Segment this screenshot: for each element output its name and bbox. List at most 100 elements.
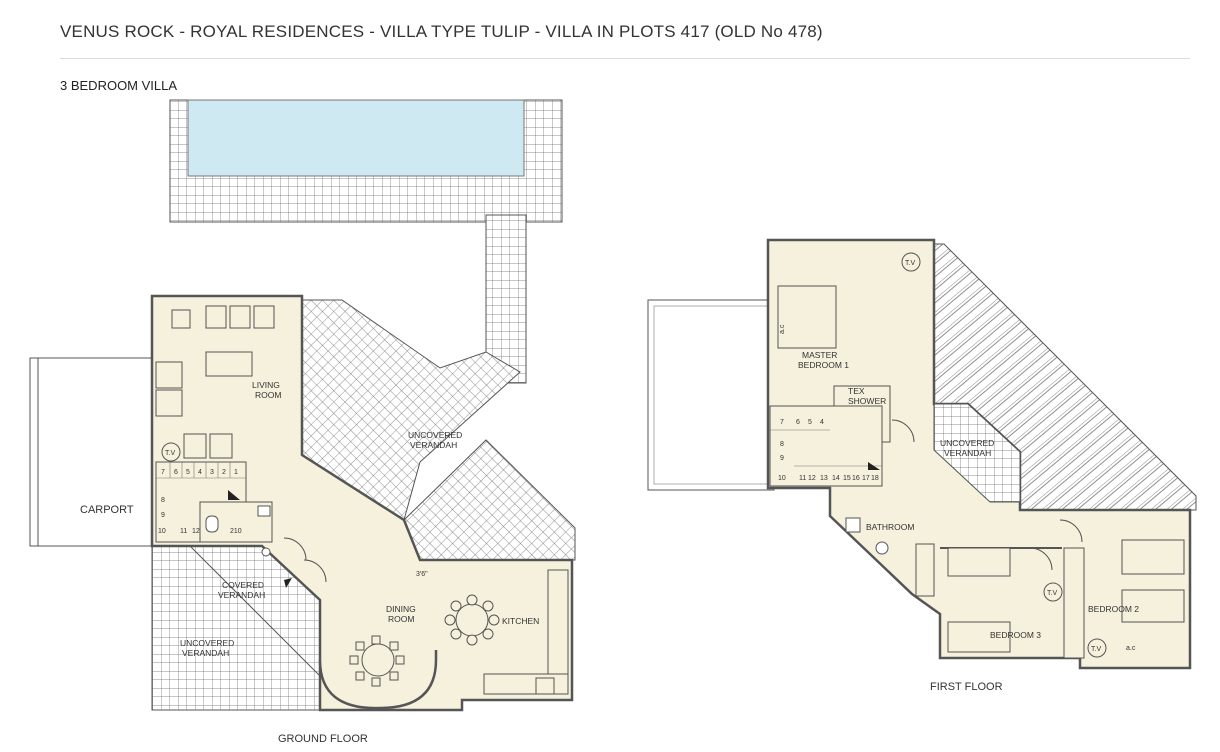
toilet-icon [205,515,219,533]
first-floor-plan: T.V a.c MASTER BEDROOM 1 TEX SHOWER 7 6 … [647,238,1197,693]
ground-floor-caption: GROUND FLOOR [278,733,368,745]
sofa-seat-3 [253,305,275,329]
stair-step-10: 10 [158,528,166,535]
stair-arrow-icon [228,490,240,500]
tv-label: T.V [165,450,175,457]
master-bedroom-label-1: MASTER [802,350,837,360]
tv-icon-bed2 [1087,638,1107,658]
ground-floor-plan: T.V 7 6 5 4 3 2 1 8 9 10 11 12 210 LIVIN… [29,99,576,745]
bedroom-3-label: BEDROOM 3 [990,630,1041,640]
ac-label-bed2: a.c [1126,645,1136,652]
bath-toilet-icon [845,517,861,533]
ff-stair-step-18: 18 [871,475,879,482]
carport-area [29,357,155,547]
first-floor-caption: FIRST FLOOR [930,681,1003,693]
ff-uncovered-verandah [933,403,1021,503]
sofa-seat-2 [229,305,251,329]
bed-2-top [1121,539,1185,575]
master-bedroom-label-2: BEDROOM 1 [798,360,849,370]
ff-stair-step-7: 7 [780,419,784,426]
lower-uncovered-verandah-label-1: UNCOVERED [180,638,234,648]
stair-step-11: 11 [180,528,187,535]
shower-label-1: TEX [848,386,865,396]
ff-stair-step-10: 10 [778,475,786,482]
ff-stair-step-15: 15 [843,475,851,482]
tv-icon-master [901,252,921,272]
sofa-side-1 [155,361,183,389]
armchair [171,309,191,329]
tv-icon-bed3 [1043,582,1063,602]
stove-icon [535,677,555,695]
stair-step-3: 3 [210,469,214,476]
tv-label-bed2: T.V [1091,646,1101,653]
ff-verandah-label-1: UNCOVERED [940,438,994,448]
bedroom-2-label: BEDROOM 2 [1088,604,1139,614]
tv-label-bed3: T.V [1047,590,1057,597]
stair-step-8: 8 [161,497,165,504]
page-subtitle: 3 BEDROOM VILLA [60,78,178,93]
ff-stair-step-9: 9 [780,455,784,462]
sofa-side-2 [155,389,183,417]
wardrobe-3 [1063,547,1085,659]
uncovered-verandah-label-1: UNCOVERED [408,430,462,440]
ff-stair-step-17: 17 [862,475,870,482]
ff-stair-step-16: 16 [852,475,860,482]
dimension-3-6: 3'6" [416,571,428,578]
first-floor-stairs [769,405,883,487]
dining-room-label-1: DINING [386,604,416,614]
entry-arrow-icon [284,578,292,588]
basin-icon [257,505,271,517]
living-room-label-1: LIVING [252,380,280,390]
ff-stair-step-8: 8 [780,441,784,448]
kitchen-label: KITCHEN [502,616,539,626]
garden-path [485,214,527,384]
balcony-left [647,299,775,491]
ff-stair-step-14: 14 [832,475,840,482]
ff-stair-step-4: 4 [820,419,824,426]
stair-step-9: 9 [161,512,165,519]
ff-stair-step-5: 5 [808,419,812,426]
stair-step-12: 12 [192,528,200,535]
ff-stair-step-11: 11 [799,475,806,482]
ff-stair-arrow-icon [868,462,880,470]
lower-uncovered-verandah-label-2: VERANDAH [182,648,229,658]
kitchen-counter-bottom [483,673,569,695]
tv-label-master: T.V [905,260,915,267]
pergola-band [403,439,576,561]
title-divider [60,58,1190,59]
chair-2 [209,433,233,459]
master-bed [777,285,837,349]
bathroom-label: BATHROOM [866,522,914,532]
dining-room-label-2: ROOM [388,614,414,624]
kitchen-table-round [455,603,489,637]
ff-verandah-label-2: VERANDAH [944,448,991,458]
carport-post [29,357,39,547]
coffee-table [205,351,253,377]
light-icon [261,547,271,557]
stair-step-6: 6 [174,469,178,476]
bed-3-bottom [947,621,1011,653]
stair-step-7: 7 [161,469,165,476]
ff-stair-step-13: 13 [820,475,828,482]
stair-step-5: 5 [186,469,190,476]
uncovered-verandah-label-2: VERANDAH [410,440,457,450]
sofa-seat-1 [205,305,227,329]
swimming-pool [187,99,525,177]
page-title: VENUS ROCK - ROYAL RESIDENCES - VILLA TY… [60,22,823,41]
shower-label-2: SHOWER [848,396,886,406]
bed-3-top [947,547,1011,577]
bathtub-icon [915,543,935,597]
chair-1 [183,433,207,459]
stair-step-1: 1 [234,469,238,476]
tv-icon [161,442,181,462]
ac-label-master: a.c [779,324,786,334]
carport-label: CARPORT [80,504,134,516]
dining-table-round [361,643,395,677]
ff-stair-step-12: 12 [808,475,816,482]
living-room-label-2: ROOM [255,390,281,400]
bath-basin-icon [875,541,889,555]
ff-stair-step-6: 6 [796,419,800,426]
covered-verandah-label-2: VERANDAH [218,590,265,600]
stair-step-4: 4 [198,469,202,476]
